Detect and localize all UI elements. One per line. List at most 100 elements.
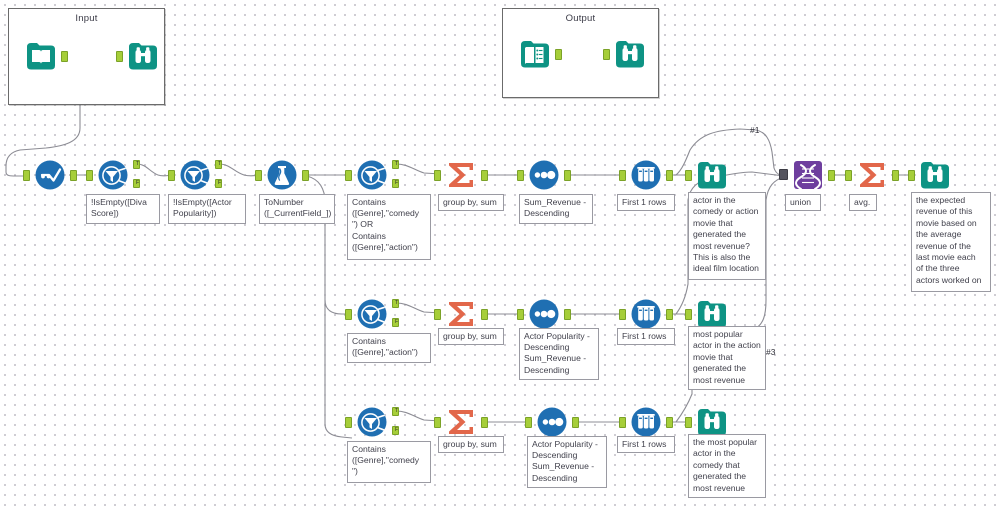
node-label-sample-bot: First 1 rows — [617, 436, 675, 454]
true-output-port[interactable]: T — [392, 160, 399, 169]
output-port[interactable] — [481, 170, 488, 181]
node-output-book[interactable] — [518, 37, 562, 71]
output-port[interactable] — [828, 170, 835, 181]
node-output-browse[interactable] — [603, 37, 647, 71]
input-port[interactable] — [845, 170, 852, 181]
node-label-tonumber: ToNumber ([_CurrentField_]) — [259, 194, 335, 224]
output-port[interactable] — [61, 51, 68, 62]
true-output-port[interactable]: T — [133, 160, 140, 169]
input-port[interactable] — [619, 309, 626, 320]
node-summarize-mid[interactable] — [434, 297, 488, 331]
input-port[interactable] — [517, 170, 524, 181]
true-port-label: T — [394, 300, 399, 306]
input-port[interactable] — [908, 170, 915, 181]
input-port[interactable] — [255, 170, 262, 181]
node-label-filter-diva: !IsEmpty([Diva Score]) — [86, 194, 160, 224]
node-sample-mid[interactable] — [619, 297, 673, 331]
node-sample-top[interactable] — [619, 158, 673, 192]
input-port[interactable] — [168, 170, 175, 181]
node-label-summarize-top: group by, sum — [438, 194, 504, 212]
node-summarize-bot[interactable] — [434, 405, 488, 439]
input-port[interactable] — [685, 170, 692, 181]
input-port[interactable] — [345, 170, 352, 181]
output-port[interactable] — [666, 417, 673, 428]
input-port[interactable] — [434, 417, 441, 428]
false-output-port[interactable]: F — [392, 179, 399, 188]
node-label-filter-mid: Contains ([Genre],"action") — [347, 333, 431, 363]
node-browse-top[interactable] — [685, 158, 729, 192]
input-port[interactable] — [685, 417, 692, 428]
node-label-summarize-bot: group by, sum — [438, 436, 504, 454]
node-union[interactable] — [779, 158, 835, 192]
input-port[interactable] — [434, 309, 441, 320]
output-container-title: Output — [565, 13, 596, 24]
true-output-port[interactable]: T — [392, 407, 399, 416]
node-tonumber[interactable] — [255, 158, 309, 192]
node-browse-mid[interactable] — [685, 297, 729, 331]
node-browse-bot[interactable] — [685, 405, 729, 439]
annotation-browse-bot: the most popular actor in the comedy tha… — [688, 434, 766, 498]
input-port[interactable] — [619, 170, 626, 181]
input-port[interactable] — [517, 309, 524, 320]
output-port[interactable] — [564, 309, 571, 320]
node-sort-mid[interactable] — [517, 297, 571, 331]
true-port-label: T — [135, 161, 140, 167]
false-port-label: F — [394, 319, 399, 325]
false-port-label: F — [394, 427, 399, 433]
input-port[interactable] — [86, 170, 93, 181]
node-label-summarize-avg: avg. — [849, 194, 877, 212]
false-output-port[interactable]: F — [133, 179, 140, 188]
false-port-label: F — [135, 180, 140, 186]
output-port[interactable] — [555, 49, 562, 60]
input-port[interactable] — [619, 417, 626, 428]
false-output-port[interactable]: F — [392, 318, 399, 327]
node-sort-bot[interactable] — [525, 405, 579, 439]
node-select-1[interactable] — [23, 158, 77, 192]
annotation-browse-mid: most popular actor in the action movie t… — [688, 326, 766, 390]
node-input-browse[interactable] — [116, 39, 160, 73]
node-input-book[interactable] — [24, 39, 68, 73]
node-label-filter-bot: Contains ([Genre],"comedy ") — [347, 441, 431, 483]
output-port[interactable] — [572, 417, 579, 428]
input-port[interactable] — [685, 309, 692, 320]
input-port[interactable] — [345, 309, 352, 320]
input-port[interactable] — [116, 51, 123, 62]
output-port[interactable] — [666, 309, 673, 320]
node-label-sample-top: First 1 rows — [617, 194, 675, 212]
input-port[interactable] — [434, 170, 441, 181]
true-output-port[interactable]: T — [215, 160, 222, 169]
node-label-union: union — [785, 194, 821, 212]
true-output-port[interactable]: T — [392, 299, 399, 308]
input-port[interactable] — [525, 417, 532, 428]
node-summarize-avg[interactable] — [845, 158, 899, 192]
node-sort-top[interactable] — [517, 158, 571, 192]
false-output-port[interactable]: F — [215, 179, 222, 188]
input-port[interactable] — [345, 417, 352, 428]
annotation-browse-final: the expected revenue of this movie based… — [911, 192, 991, 292]
multi-input-port[interactable] — [779, 169, 788, 180]
input-port[interactable] — [23, 170, 30, 181]
conn-label-1: #1 — [750, 125, 760, 135]
output-port[interactable] — [302, 170, 309, 181]
input-container-title: Input — [75, 13, 98, 24]
annotation-browse-top: actor in the comedy or action movie that… — [688, 192, 766, 280]
false-output-port[interactable]: F — [392, 426, 399, 435]
node-browse-final[interactable] — [908, 158, 952, 192]
output-port[interactable] — [892, 170, 899, 181]
input-port[interactable] — [603, 49, 610, 60]
output-port[interactable] — [70, 170, 77, 181]
output-port[interactable] — [481, 417, 488, 428]
node-summarize-top[interactable] — [434, 158, 488, 192]
output-port[interactable] — [481, 309, 488, 320]
output-port[interactable] — [564, 170, 571, 181]
output-port[interactable] — [666, 170, 673, 181]
conn-label-3: #3 — [766, 347, 776, 357]
node-label-sort-top: Sum_Revenue - Descending — [519, 194, 593, 224]
node-sample-bot[interactable] — [619, 405, 673, 439]
